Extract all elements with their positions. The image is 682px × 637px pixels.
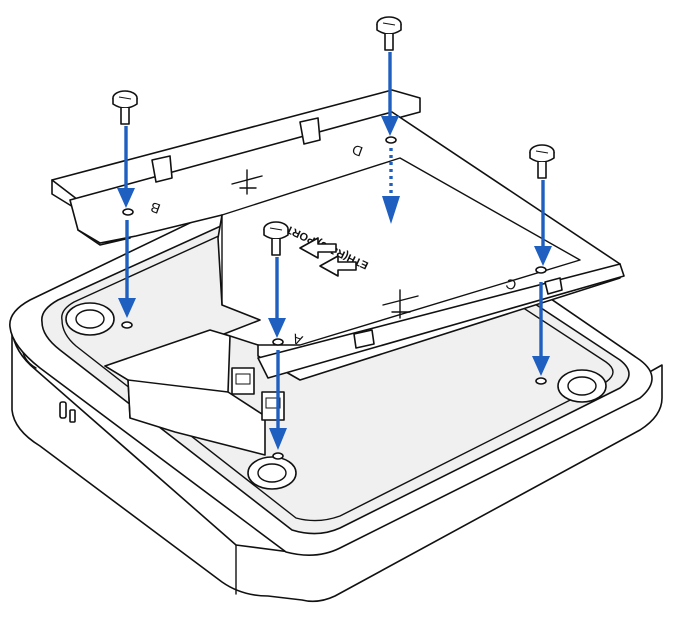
mounting-plate: B A C D ETH(RJ45) PORT xyxy=(51,89,625,381)
screw-icon xyxy=(529,144,555,179)
arrow-down-icon xyxy=(117,126,135,208)
screw-icon xyxy=(263,221,289,256)
arrow-down-icon xyxy=(381,52,399,136)
screw-icon xyxy=(112,90,138,125)
arrow-down-icon xyxy=(268,257,286,338)
assembly-arrows xyxy=(117,52,552,450)
port-direction-arrow-icon xyxy=(299,237,337,259)
arrow-down-icon xyxy=(534,180,552,266)
arrow-down-icon xyxy=(269,350,287,450)
screws xyxy=(112,16,555,256)
arrow-down-icon xyxy=(532,282,550,376)
port-direction-arrow-icon xyxy=(319,255,357,277)
dotted-arrow-down-icon xyxy=(382,148,400,224)
arrow-down-icon xyxy=(118,220,136,318)
screw-icon xyxy=(376,16,402,51)
